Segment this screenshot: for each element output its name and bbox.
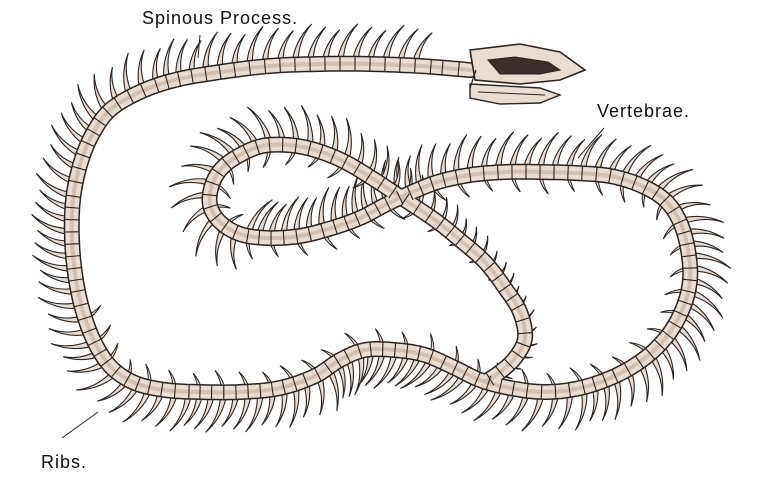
vertebra [683,268,698,269]
vertebrae-label: Vertebrae. [597,101,690,122]
vertebra [400,57,401,72]
ribs-leader-line [62,412,98,438]
spinous-process-label: Spinous Process. [142,8,298,29]
vertebra [65,244,80,245]
vertebra [498,165,499,180]
vertebra [541,384,542,399]
vertebra [385,57,386,72]
vertebra [568,165,569,180]
ribs-label: Ribs. [41,452,87,473]
skull [470,44,585,104]
vertebra [189,384,190,399]
